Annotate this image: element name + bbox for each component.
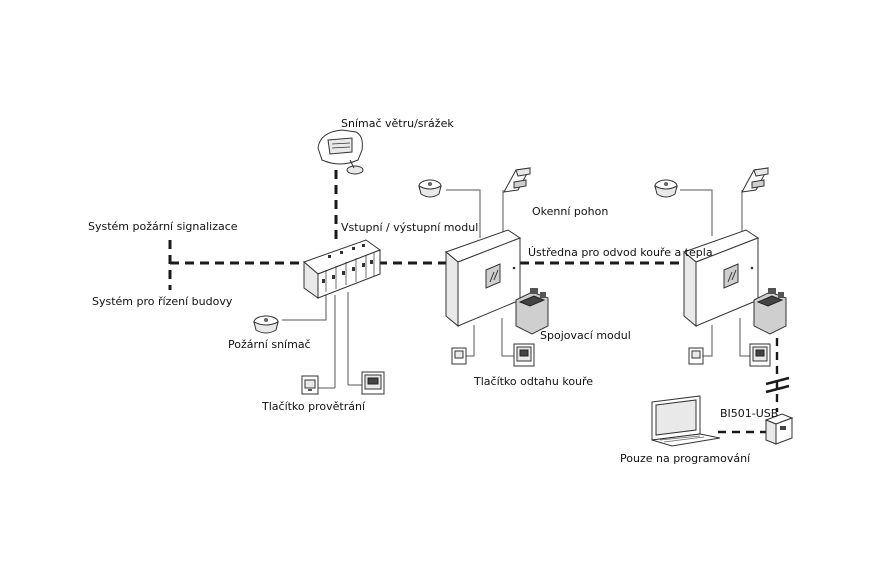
usb-interface-icon <box>764 413 794 445</box>
smoke-detector-icon <box>418 179 442 198</box>
window-drive-icon <box>503 167 531 193</box>
ventilation-button-icon-2 <box>361 371 385 395</box>
connection-module-icon <box>515 288 549 335</box>
wind-rain-sensor-icon <box>317 129 364 175</box>
fire-detector-icon <box>253 315 279 334</box>
smoke-vent-button-icon-a <box>451 347 467 365</box>
labels: Snímač větru/srážek Systém požární signa… <box>88 117 778 465</box>
label-io-module: Vstupní / výstupní modul <box>341 221 478 234</box>
wire-unit1-to-button-b <box>501 318 514 357</box>
label-smoke-heat-control-unit: Ústředna pro odvod kouře a tepla <box>528 246 713 259</box>
bus-lines <box>168 170 790 434</box>
label-usb-interface: BI501-USB <box>720 407 778 420</box>
smoke-vent-button-icon <box>513 343 535 367</box>
control-unit-1-icon <box>445 229 522 328</box>
label-connection-module: Spojovací modul <box>540 329 631 342</box>
wire-io-to-fire-detector <box>282 295 327 321</box>
label-fire-alarm-system: Systém požární signalizace <box>88 220 238 233</box>
ventilation-button-icon <box>301 375 319 395</box>
wire-unit1-to-button-a <box>466 325 475 357</box>
label-smoke-vent-button: Tlačítko odtahu kouře <box>473 375 593 388</box>
connection-module-icon-2 <box>753 288 787 335</box>
label-wind-rain-sensor: Snímač větru/srážek <box>341 117 454 130</box>
wire-unit2-to-smoke-detector <box>680 189 713 236</box>
window-drive-icon-2 <box>741 167 769 193</box>
wire-unit2-to-button-a <box>703 325 713 357</box>
control-unit-2-icon <box>683 229 760 328</box>
label-ventilation-button: Tlačítko provětrání <box>261 400 366 413</box>
smoke-vent-button-icon-d <box>749 343 771 367</box>
label-programming-only: Pouze na programování <box>620 452 751 465</box>
smoke-vent-button-icon-c <box>688 347 704 365</box>
label-building-control-system: Systém pro řízení budovy <box>92 295 233 308</box>
laptop-icon <box>651 395 721 447</box>
smoke-detector-icon-2 <box>654 179 678 198</box>
wire-unit1-to-smoke-detector <box>446 189 481 238</box>
label-window-drive: Okenní pohon <box>532 205 608 218</box>
io-module-icon <box>303 239 382 299</box>
link-break-mark-1 <box>765 376 790 386</box>
wires <box>282 189 750 389</box>
label-fire-detector: Požární snímač <box>228 338 311 351</box>
link-break-mark-2 <box>765 384 790 394</box>
wire-unit2-to-button-b <box>739 318 750 357</box>
